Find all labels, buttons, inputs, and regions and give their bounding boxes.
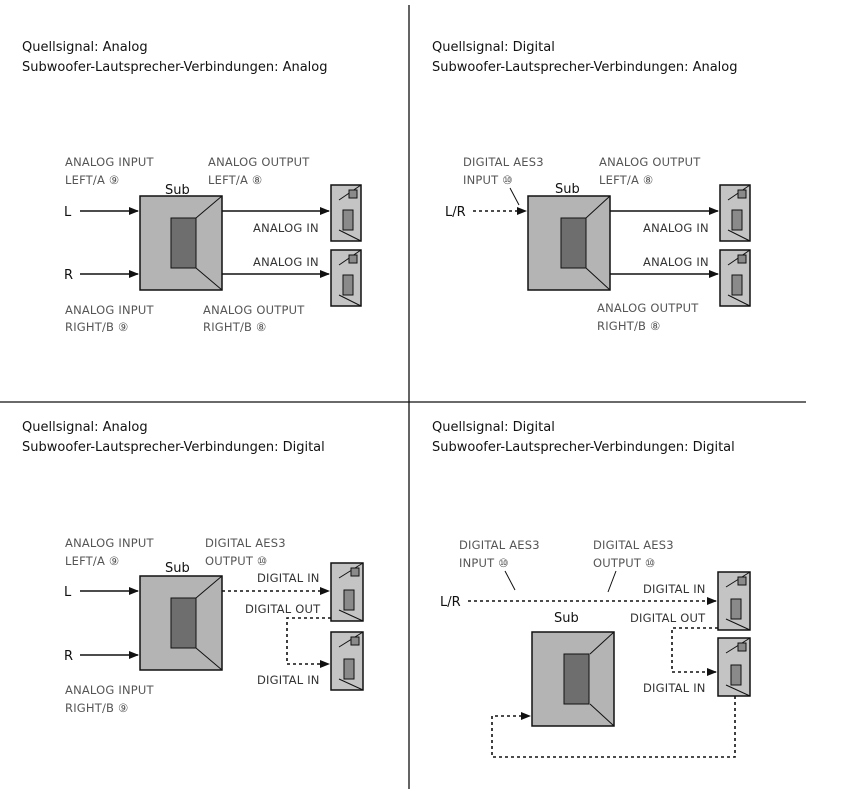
quadrant-analog-analog: Quellsignal: Analog Subwoofer-Lautsprech… — [22, 40, 362, 334]
q1-spk1-in: ANALOG IN — [253, 221, 319, 235]
q3-subwoofer — [139, 575, 223, 671]
q2-subwoofer — [527, 195, 611, 291]
q3-speaker-2 — [330, 631, 364, 691]
q3-input-left-sub: LEFT/A ⑨ — [65, 554, 119, 568]
q3-title: Quellsignal: Analog — [22, 420, 148, 435]
q4-speaker-1 — [717, 571, 751, 631]
q1-speaker-2 — [330, 249, 362, 307]
q1-input-left-label: ANALOG INPUT — [65, 155, 154, 169]
q2-speaker-2 — [719, 249, 751, 307]
q2-output-left-label: ANALOG OUTPUT — [599, 155, 701, 169]
q4-output-sub: OUTPUT ⑩ — [593, 556, 655, 570]
q4-spk1-out: DIGITAL OUT — [630, 611, 706, 625]
q3-sub-label: Sub — [165, 561, 190, 576]
q3-input-r: R — [64, 649, 73, 664]
q1-output-left-label: ANALOG OUTPUT — [208, 155, 310, 169]
q2-subtitle: Subwoofer-Lautsprecher-Verbindungen: Ana… — [432, 60, 738, 75]
q4-subtitle: Subwoofer-Lautsprecher-Verbindungen: Dig… — [432, 440, 735, 455]
q4-output-pointer — [607, 570, 617, 593]
q1-input-l: L — [64, 205, 72, 220]
q4-sub-label: Sub — [554, 611, 579, 626]
q4-input-lr: L/R — [440, 595, 461, 610]
q2-output-right-sub: RIGHT/B ⑧ — [597, 319, 661, 333]
q1-output-right-sub: RIGHT/B ⑧ — [203, 320, 267, 334]
q3-spk1-out: DIGITAL OUT — [245, 602, 321, 616]
q1-subwoofer — [139, 195, 223, 291]
q2-input-label: DIGITAL AES3 — [463, 155, 544, 169]
q3-output-label: DIGITAL AES3 — [205, 536, 286, 550]
quadrant-digital-digital: Quellsignal: Digital Subwoofer-Lautsprec… — [432, 420, 751, 758]
q4-title: Quellsignal: Digital — [432, 420, 555, 435]
q1-title: Quellsignal: Analog — [22, 40, 148, 55]
q3-input-right-sub: RIGHT/B ⑨ — [65, 701, 129, 715]
q3-spk1-in: DIGITAL IN — [257, 571, 320, 585]
q3-output-sub: OUTPUT ⑩ — [205, 554, 267, 568]
q1-subtitle: Subwoofer-Lautsprecher-Verbindungen: Ana… — [22, 60, 328, 75]
q4-spk2-in: DIGITAL IN — [643, 681, 706, 695]
q4-input-pointer — [504, 570, 516, 591]
q2-input-lr: L/R — [445, 205, 466, 220]
q4-subwoofer — [531, 631, 615, 727]
q1-output-left-sub: LEFT/A ⑧ — [208, 173, 262, 187]
q2-input-pointer — [509, 187, 520, 206]
q4-input-sub: INPUT ⑩ — [459, 556, 509, 570]
quadrant-digital-analog: Quellsignal: Digital Subwoofer-Lautsprec… — [432, 40, 751, 333]
q3-wire-chain — [286, 617, 331, 668]
q2-input-sub: INPUT ⑩ — [463, 173, 513, 187]
q1-input-right-label: ANALOG INPUT — [65, 303, 154, 317]
q2-speaker-1 — [719, 184, 751, 242]
q2-title: Quellsignal: Digital — [432, 40, 555, 55]
q3-input-left-label: ANALOG INPUT — [65, 536, 154, 550]
q2-spk2-in: ANALOG IN — [643, 255, 709, 269]
q4-spk1-in: DIGITAL IN — [643, 582, 706, 596]
q2-spk1-in: ANALOG IN — [643, 221, 709, 235]
q3-input-l: L — [64, 585, 72, 600]
q3-speaker-1 — [330, 562, 364, 622]
q3-input-right-label: ANALOG INPUT — [65, 683, 154, 697]
q2-sub-label: Sub — [555, 182, 580, 197]
q1-output-right-label: ANALOG OUTPUT — [203, 303, 305, 317]
q1-spk2-in: ANALOG IN — [253, 255, 319, 269]
q2-output-left-sub: LEFT/A ⑧ — [599, 173, 653, 187]
q3-subtitle: Subwoofer-Lautsprecher-Verbindungen: Dig… — [22, 440, 325, 455]
q1-input-right-sub: RIGHT/B ⑨ — [65, 320, 129, 334]
q4-output-label: DIGITAL AES3 — [593, 538, 674, 552]
q1-speaker-1 — [330, 184, 362, 242]
q4-speaker-2 — [717, 637, 751, 697]
q4-input-label: DIGITAL AES3 — [459, 538, 540, 552]
q1-sub-label: Sub — [165, 183, 190, 198]
q1-input-r: R — [64, 268, 73, 283]
q3-spk2-in: DIGITAL IN — [257, 673, 320, 687]
q1-input-left-sub: LEFT/A ⑨ — [65, 173, 119, 187]
q4-wire-chain — [671, 627, 718, 676]
quadrant-analog-digital: Quellsignal: Analog Subwoofer-Lautsprech… — [22, 420, 364, 715]
q2-output-right-label: ANALOG OUTPUT — [597, 301, 699, 315]
